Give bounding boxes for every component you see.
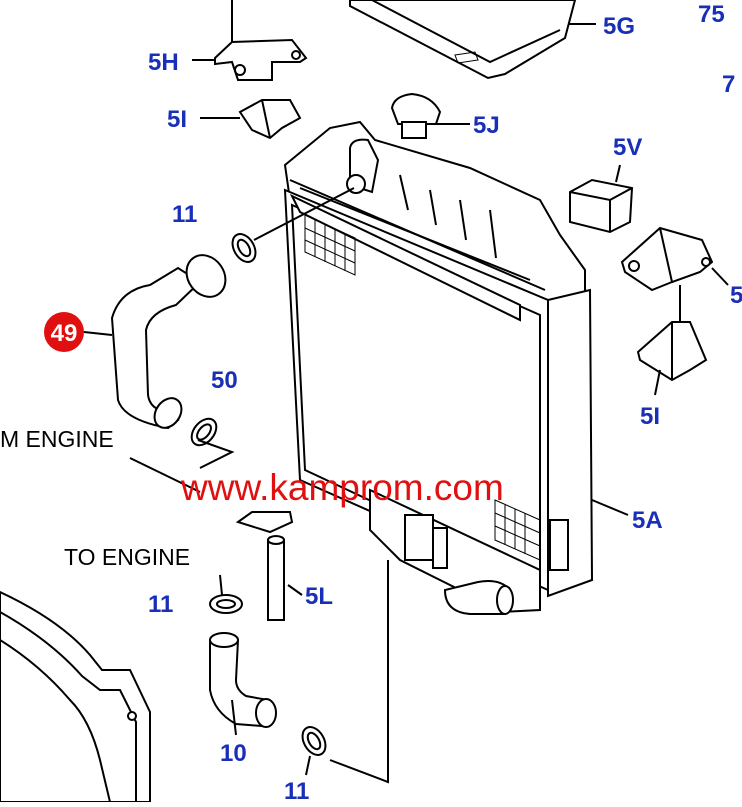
radiator-body-5a (283, 120, 594, 615)
drain-plug-5l (235, 511, 294, 621)
label-49: 49 (51, 320, 78, 347)
connector-lower (329, 560, 389, 784)
foam-pad-5v (569, 178, 634, 234)
label-5i-right: 5I (640, 403, 660, 430)
label-50: 50 (211, 367, 238, 394)
note-from-engine: M ENGINE (0, 426, 114, 452)
leader-5l (287, 584, 303, 596)
bracket-5i-top (238, 99, 302, 140)
leader-10 (231, 699, 237, 736)
lower-hose-10 (209, 632, 277, 728)
leader-5a (591, 499, 629, 516)
label-5l: 5L (305, 583, 333, 610)
fan-shroud (0, 590, 151, 803)
leader-5v (615, 164, 621, 183)
from-engine-leader (129, 457, 201, 493)
top-cover-panel (349, 0, 577, 80)
hose-clamp-50 (190, 417, 218, 447)
label-5h: 5H (148, 49, 179, 76)
leader-5i-right (654, 369, 661, 396)
hose-clamp-11-upper (231, 233, 257, 263)
label-11-upper: 11 (172, 201, 197, 228)
from-engine-bracket (197, 439, 235, 469)
bracket-5-right (620, 226, 714, 292)
bracket-5i-right (636, 321, 708, 382)
hose-clamp-11-bottom (301, 726, 327, 756)
watermark-text: www.kamprom.com (180, 467, 504, 508)
label-11-bottom: 11 (284, 778, 309, 802)
leader-11-upper (253, 187, 355, 241)
label-5j: 5J (473, 112, 500, 139)
label-5i-top: 5I (167, 106, 187, 133)
label-7: 7 (722, 71, 735, 98)
core-mesh-top (304, 214, 356, 276)
label-10: 10 (220, 740, 247, 767)
label-5g: 5G (603, 13, 635, 40)
hose-clamp-11-mid (209, 594, 243, 614)
label-5v: 5V (613, 134, 642, 161)
note-to-engine: TO ENGINE (64, 544, 190, 570)
leader-5-right (711, 267, 729, 286)
leader-49 (83, 331, 113, 336)
to-engine-arrow (219, 574, 223, 596)
radiator-cap-5j (390, 92, 442, 171)
label-75: 75 (698, 1, 725, 28)
leader-11-bottom (305, 755, 311, 776)
highlight-badge-49: 49 (44, 312, 84, 352)
label-5a: 5A (632, 507, 663, 534)
label-5-right: 5 (730, 282, 742, 309)
upper-hose-49 (110, 254, 227, 430)
core-mesh-bottom (494, 499, 541, 561)
label-11-mid: 11 (148, 591, 173, 618)
bracket-5h (214, 0, 308, 81)
